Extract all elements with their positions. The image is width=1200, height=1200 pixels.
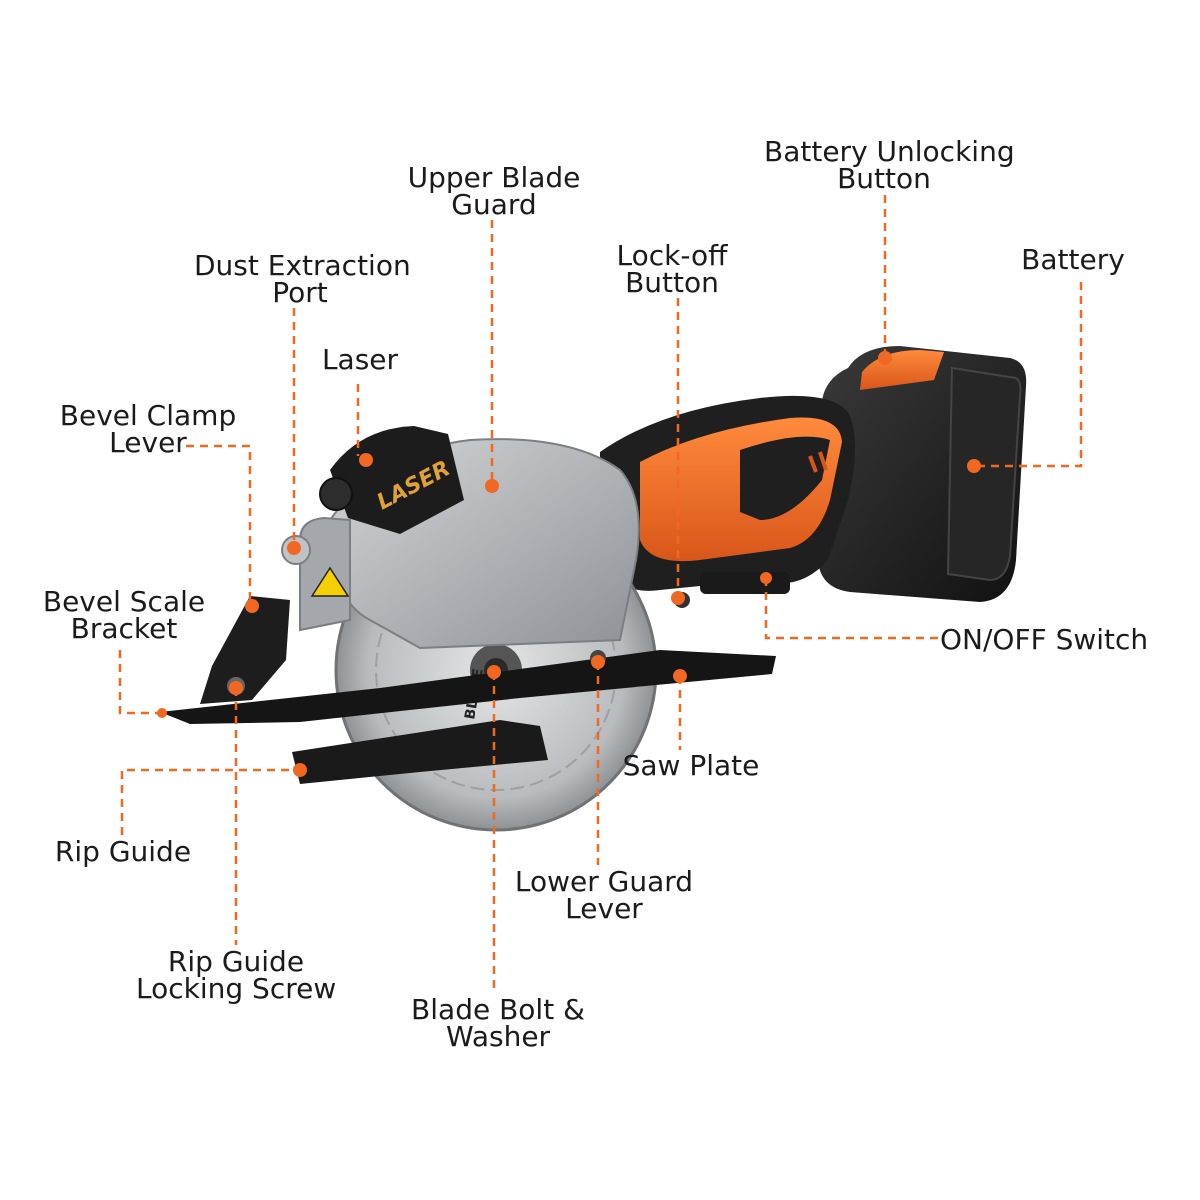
label-laser: Laser xyxy=(321,343,399,376)
label-bevel-scale-bracket: Bevel Scale Bracket xyxy=(42,585,206,645)
motor-housing xyxy=(600,395,855,594)
leader-battery xyxy=(974,282,1083,468)
leader-on-off-switch xyxy=(764,578,940,640)
label-blade-bolt-washer: Blade Bolt & Washer xyxy=(411,993,585,1053)
label-battery: Battery xyxy=(1021,243,1125,276)
label-rip-guide: Rip Guide xyxy=(54,835,192,868)
leader-lines xyxy=(118,195,1083,992)
leader-bevel-clamp-lever xyxy=(186,444,252,606)
label-saw-plate: Saw Plate xyxy=(622,749,760,782)
laser-module: LASER xyxy=(319,426,464,534)
label-upper-blade-guard: Upper Blade Guard xyxy=(407,161,581,221)
label-dust-extraction-port: Dust Extraction Port xyxy=(194,249,411,309)
battery-pack xyxy=(818,346,1027,602)
label-on-off-switch: ON/OFF Switch xyxy=(940,623,1149,656)
leader-rip-guide xyxy=(120,768,300,835)
leader-bevel-scale-bracket xyxy=(118,650,160,715)
label-rip-guide-locking-screw: Rip Guide Locking Screw xyxy=(136,945,337,1005)
anchor-dots xyxy=(157,351,981,777)
label-bevel-clamp-lever: Bevel Clamp Lever xyxy=(59,399,237,459)
label-battery-unlocking-button: Battery Unlocking Button xyxy=(764,135,1015,195)
label-lower-guard-lever: Lower Guard Lever xyxy=(514,865,694,925)
label-lock-off-button: Lock-off Button xyxy=(616,239,728,299)
